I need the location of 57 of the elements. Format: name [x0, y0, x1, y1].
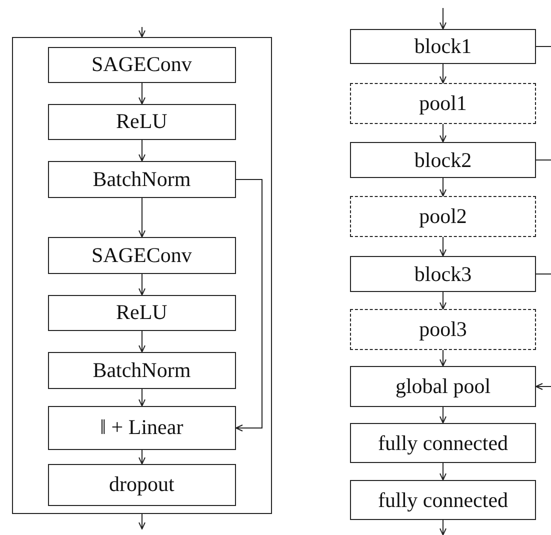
layer-label: block2 — [414, 148, 472, 172]
arrow — [440, 178, 446, 196]
layer-box — [48, 406, 236, 450]
arrow — [236, 179, 262, 432]
layer-label: SAGEConv — [92, 242, 192, 268]
arrow — [440, 406, 446, 424]
layer-label: block1 — [414, 34, 472, 59]
layer-label: global pool — [395, 374, 491, 399]
arrow — [138, 26, 146, 38]
arrow — [440, 462, 446, 480]
arrow — [536, 383, 551, 390]
layer-label: ‖ + Linear — [100, 415, 184, 440]
arrow — [440, 520, 446, 535]
arrow — [138, 388, 146, 406]
layer-label: BatchNorm — [92, 166, 191, 192]
arrow — [138, 198, 146, 238]
layer-box — [48, 294, 236, 331]
layer-label: dropout — [109, 472, 174, 498]
layer-box — [48, 104, 236, 140]
layer-label: pool1 — [419, 91, 467, 116]
layer-label: BatchNorm — [92, 358, 191, 383]
layer-label: fully connected — [378, 430, 508, 456]
layer-label: ReLU — [116, 300, 168, 326]
arrow — [440, 8, 446, 30]
arrow — [440, 64, 446, 84]
group-frame — [12, 37, 272, 514]
layer-box — [350, 29, 536, 64]
connector-line — [536, 46, 551, 47]
arrow — [440, 292, 446, 310]
arrow — [138, 450, 146, 464]
layer-box — [350, 366, 536, 407]
layer-box — [48, 236, 236, 274]
layer-box — [350, 256, 536, 292]
layer-box — [48, 160, 236, 198]
layer-box — [350, 423, 536, 463]
arrow — [138, 330, 146, 352]
layer-label: SAGEConv — [92, 52, 192, 78]
layer-box — [350, 480, 536, 520]
layer-label: fully connected — [378, 488, 508, 512]
arrow — [138, 82, 146, 104]
arrow — [440, 124, 446, 142]
arrow — [138, 140, 146, 162]
arrow — [138, 514, 146, 530]
pooling-box — [350, 309, 536, 350]
pooling-box — [350, 83, 536, 124]
layer-box — [48, 464, 236, 506]
arrow — [440, 236, 446, 256]
layer-box — [350, 142, 536, 178]
layer-label: pool3 — [419, 317, 467, 342]
arrow — [138, 274, 146, 296]
layer-box — [48, 46, 236, 83]
arrow — [440, 350, 446, 366]
pooling-box — [350, 196, 536, 237]
layer-label: ReLU — [116, 109, 168, 134]
layer-label: block3 — [414, 262, 472, 286]
layer-box — [48, 352, 236, 389]
layer-label: pool2 — [419, 204, 467, 229]
